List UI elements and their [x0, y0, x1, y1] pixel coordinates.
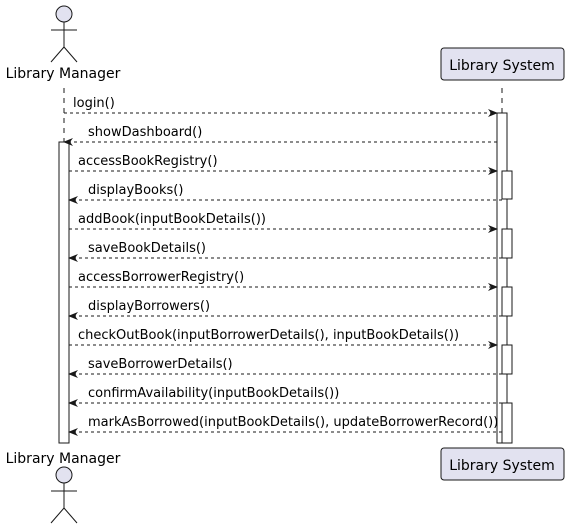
message-label: accessBookRegistry() [78, 154, 218, 169]
messages: login() showDashboard() accessBookRegistry… [63, 96, 502, 436]
message-label: login() [73, 96, 115, 111]
system-activation-5 [501, 402, 513, 444]
message-label: saveBorrowerDetails() [88, 357, 233, 372]
message-label: displayBorrowers() [88, 299, 210, 314]
system-box-top [440, 47, 565, 81]
actor-activation [58, 141, 70, 444]
system-activation-1 [501, 170, 513, 200]
message-label: showDashboard() [88, 125, 202, 140]
system-label-top: Library System [449, 58, 555, 74]
message-label: accessBorrowerRegistry() [78, 270, 244, 285]
message-label: checkOutBook(inputBorrowerDetails(), inp… [78, 328, 459, 343]
system-activation-3 [501, 286, 513, 317]
system-box-bottom [440, 447, 565, 481]
system-label-bottom: Library System [449, 458, 555, 474]
system-activation-2 [501, 228, 513, 259]
system-activation-4 [501, 344, 513, 375]
message-label: addBook(inputBookDetails()) [78, 212, 266, 227]
system-activation-main [496, 112, 508, 444]
actor-label-bottom: Library Manager [6, 451, 121, 467]
message-label: displayBooks() [88, 183, 183, 198]
message-label: markAsBorrowed(inputBookDetails(), updat… [88, 415, 498, 430]
actor-icon-bottom [50, 466, 78, 524]
actor-icon-top [50, 5, 78, 63]
message-label: confirmAvailability(inputBookDetails()) [88, 386, 339, 401]
message-label: saveBookDetails() [88, 241, 206, 256]
actor-label-top: Library Manager [6, 66, 121, 82]
